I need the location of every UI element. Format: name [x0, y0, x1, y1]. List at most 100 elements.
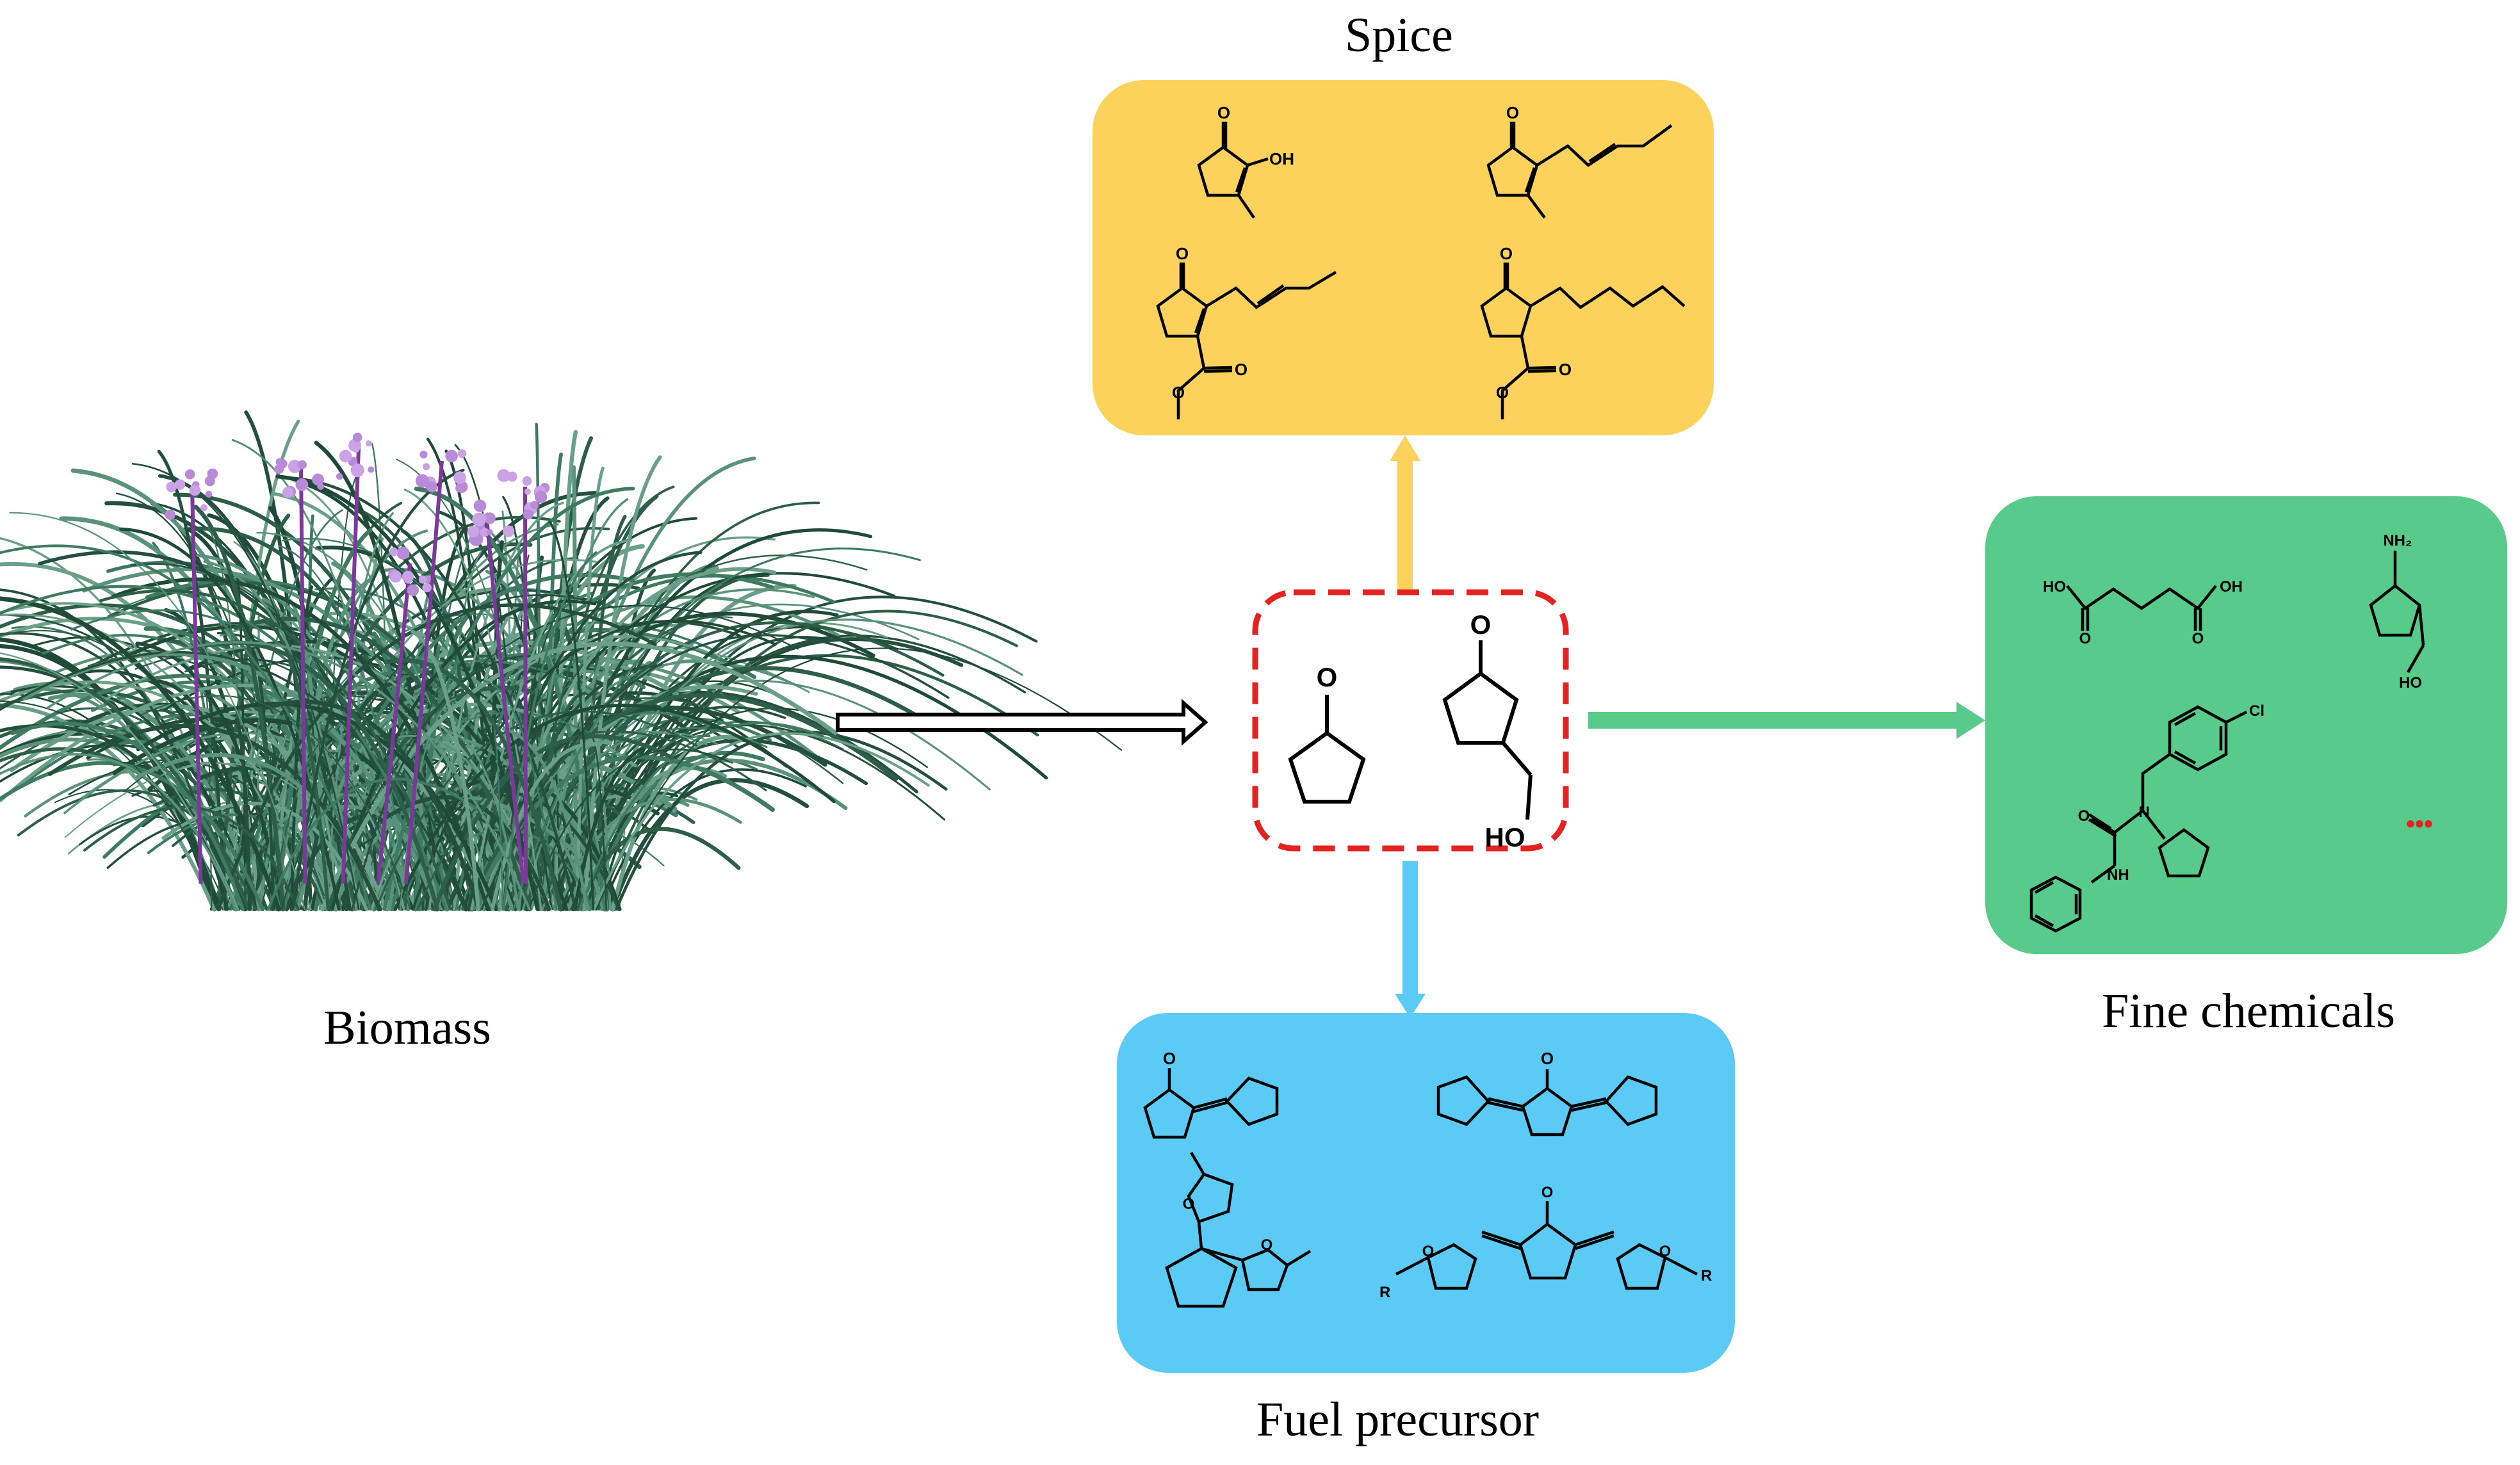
spice-molecule-2: [1486, 122, 1673, 219]
flower-bud: [426, 481, 437, 492]
flower-bud: [352, 432, 362, 442]
grass-blade: [383, 658, 563, 912]
flower-bud: [479, 514, 487, 522]
spice-2-oxygen: O: [1506, 103, 1519, 122]
grass-blade: [0, 613, 312, 911]
fuel-4-oxygen-ketone: O: [1541, 1184, 1554, 1201]
flower-bud: [365, 440, 372, 447]
flower-bud: [403, 575, 413, 584]
cyclopentanone-molecule: [1288, 695, 1366, 804]
fuel-precursor-arrow: [1395, 861, 1426, 1018]
grass-blade: [490, 741, 603, 911]
grass-blade: [136, 702, 498, 912]
grass-blade: [0, 544, 372, 911]
grass-blade: [131, 462, 360, 911]
biomass-grass-icon: [0, 410, 1123, 912]
grass-blade: [234, 718, 252, 911]
grass-blade: [330, 599, 597, 911]
glutaric-acid-oxygen-left: O: [2079, 630, 2092, 647]
spice-3-oxygen-ketone: O: [1176, 244, 1189, 263]
grass-blade: [0, 652, 240, 911]
grass-blade: [590, 734, 607, 911]
grass-blade: [47, 692, 261, 912]
flower-bud: [419, 450, 428, 458]
grass-blade: [280, 594, 586, 911]
biomass-to-platform-arrow: [836, 699, 1208, 746]
flower-bud: [295, 478, 309, 491]
glutaric-acid-hydroxyl-left: HO: [2043, 578, 2066, 595]
flower-bud: [389, 570, 402, 583]
grass-blade: [582, 455, 662, 911]
grass-blade: [576, 827, 741, 912]
flower-stem: [299, 467, 307, 884]
grass-blade: [578, 722, 824, 911]
flower-bud: [467, 526, 480, 538]
grass-blade: [0, 596, 281, 912]
grass-blade: [0, 761, 265, 911]
grass-blade: [83, 805, 300, 911]
grass-blade: [615, 730, 948, 911]
grass-blade: [548, 520, 595, 911]
spice-label: Spice: [1345, 8, 1453, 62]
grass-blade: [103, 644, 553, 911]
flower-bud: [423, 463, 430, 471]
spice-molecule-3: [1156, 263, 1337, 419]
grass-blade: [610, 778, 809, 912]
grass-blade: [10, 722, 245, 911]
grass-blade: [47, 641, 531, 911]
flower-bud: [418, 575, 427, 584]
flower-bud: [415, 474, 429, 488]
flower-bud: [350, 463, 364, 478]
grass-blade: [193, 505, 286, 912]
fuel-4-r-left: R: [1379, 1284, 1390, 1301]
grass-blade: [601, 768, 807, 911]
flower-bud: [473, 499, 487, 512]
grass-blade: [539, 456, 756, 911]
aminocyclopentyl-methanol-molecule: [2369, 551, 2425, 674]
grass-blade: [451, 572, 896, 911]
grass-blade: [284, 476, 578, 911]
flower-bud: [317, 483, 325, 490]
grass-blade: [0, 651, 467, 911]
flower-bud: [445, 449, 458, 463]
grass-blade: [583, 637, 964, 911]
flower-stem: [376, 563, 412, 884]
grass-blade: [289, 585, 314, 911]
grass-blade: [413, 610, 474, 912]
grass-blade: [59, 516, 334, 912]
grass-blade: [610, 734, 754, 912]
spice-arrow: [1390, 435, 1420, 591]
fuel-precursor-molecule-1: [1143, 1068, 1279, 1139]
grass-blade: [501, 727, 589, 911]
flower-bud: [524, 488, 532, 495]
grass-blade: [0, 724, 248, 911]
platform-molecules-box: [1252, 589, 1569, 852]
more-chemicals-ellipsis: •••: [2406, 810, 2433, 838]
grass-blade: [399, 698, 456, 911]
flower-bud: [165, 509, 175, 520]
fine-chemicals-box: [1985, 496, 2507, 954]
flower-bud: [312, 473, 324, 486]
flower-bud: [453, 471, 466, 484]
flower-bud: [174, 479, 186, 490]
spice-molecule-1: [1197, 122, 1269, 219]
grass-blade: [111, 577, 490, 911]
flower-bud: [486, 529, 493, 536]
biomass-label: Biomass: [323, 1001, 491, 1055]
amino-alcohol-hydroxyl: HO: [2399, 674, 2422, 692]
spice-molecule-4: [1480, 263, 1686, 419]
fuel-2-oxygen: O: [1541, 1049, 1554, 1068]
fine-chemicals-label: Fine chemicals: [2102, 984, 2395, 1038]
grass-blade: [263, 619, 330, 911]
fuel-4-oxygen-right: O: [1659, 1243, 1671, 1260]
spice-4-oxygen-ester: O: [1496, 383, 1509, 402]
grass-blade: [469, 754, 775, 912]
flower-bud: [207, 468, 218, 480]
spice-1-oxygen: O: [1217, 103, 1230, 122]
flower-bud: [497, 469, 510, 482]
flower-bud: [396, 546, 410, 560]
grass-blade: [267, 777, 477, 911]
urea-derivative-molecule: [2029, 705, 2248, 933]
fuel-precursor-molecule-3: [1165, 1151, 1312, 1308]
flower-stem: [341, 448, 361, 884]
